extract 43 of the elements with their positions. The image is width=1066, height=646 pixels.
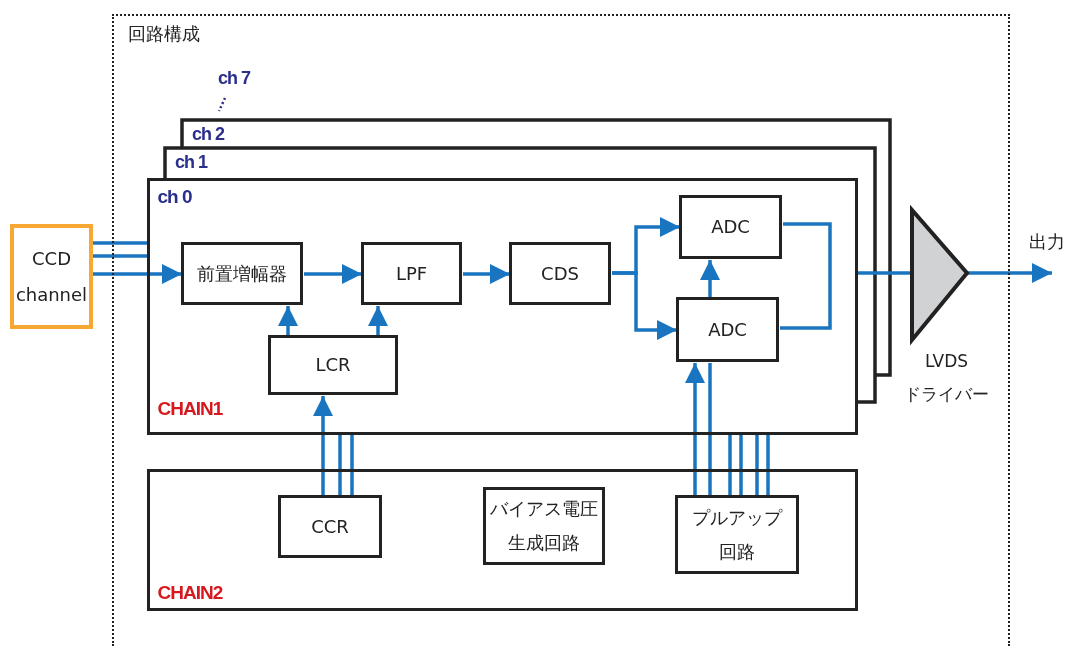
channel-label: ch 0 bbox=[157, 185, 192, 208]
connector bbox=[728, 435, 732, 496]
function-block: ADC bbox=[679, 195, 782, 259]
chain-label: CHAIN1 bbox=[157, 397, 223, 420]
connector bbox=[766, 435, 770, 496]
chain-box bbox=[146, 468, 858, 611]
channel-label: ch 7 bbox=[218, 68, 251, 89]
function-block: ADC bbox=[676, 297, 779, 362]
arrow bbox=[278, 306, 298, 336]
output-label: 出力 bbox=[1029, 230, 1065, 254]
connector bbox=[93, 241, 147, 245]
function-block: CDS bbox=[509, 242, 611, 305]
arrow bbox=[685, 363, 705, 496]
arrow bbox=[313, 396, 333, 496]
chain-label: CHAIN2 bbox=[157, 581, 223, 604]
function-block: 前置増幅器 bbox=[181, 242, 303, 305]
driver-label: LVDS ドライバー bbox=[903, 349, 990, 406]
section-title: 回路構成 bbox=[128, 22, 200, 46]
function-block: バイアス電圧生成回路 bbox=[483, 487, 605, 565]
connector bbox=[338, 435, 342, 496]
arrow bbox=[368, 306, 388, 336]
arrow bbox=[700, 260, 720, 298]
arrow bbox=[93, 264, 182, 284]
arrow bbox=[304, 264, 362, 284]
connector bbox=[739, 435, 743, 496]
channel-box bbox=[146, 177, 858, 435]
function-block: LPF bbox=[361, 242, 462, 305]
function-block: プルアップ回路 bbox=[675, 495, 799, 574]
connector bbox=[858, 271, 912, 275]
function-block: CCR bbox=[278, 495, 382, 558]
connector bbox=[755, 435, 759, 496]
connector bbox=[708, 363, 712, 496]
channel-label: ch 1 bbox=[175, 152, 208, 173]
connector bbox=[350, 435, 354, 496]
arrow bbox=[967, 263, 1052, 283]
arrow bbox=[612, 271, 677, 340]
input-box: CCD channel bbox=[10, 224, 93, 329]
connector bbox=[780, 222, 832, 330]
connector bbox=[93, 254, 147, 258]
circuit-boundary bbox=[112, 14, 1010, 646]
function-block: LCR bbox=[268, 335, 398, 395]
arrow bbox=[463, 264, 510, 284]
channel-label: ch 2 bbox=[192, 124, 225, 145]
